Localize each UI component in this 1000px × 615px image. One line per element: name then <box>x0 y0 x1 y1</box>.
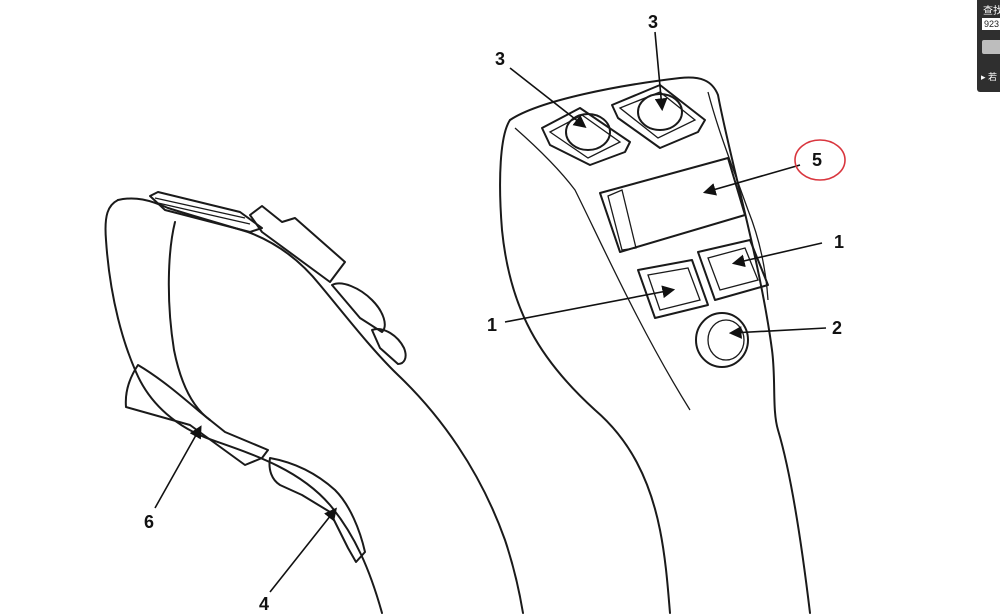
search-input[interactable]: 923 <box>982 18 1000 30</box>
left-joystick <box>104 191 524 614</box>
callout-1-left: 1 <box>487 315 497 335</box>
callout-labels: 3 3 5 1 1 2 6 4 <box>144 12 844 614</box>
top-button-left <box>541 107 631 166</box>
right-joystick <box>499 76 811 614</box>
callout-3-left: 3 <box>495 49 505 69</box>
overlay-footer[interactable]: ▸ 若 <box>981 72 998 82</box>
search-button[interactable] <box>982 40 1000 54</box>
callout-2: 2 <box>832 318 842 338</box>
callout-6: 6 <box>144 512 154 532</box>
callout-1-right: 1 <box>834 232 844 252</box>
square-button-left <box>637 259 709 319</box>
callout-5: 5 <box>812 150 822 170</box>
overlay-title: 查找 <box>983 6 1000 17</box>
highlight-circle <box>794 139 846 181</box>
callout-3-right: 3 <box>648 12 658 32</box>
round-button <box>695 312 749 368</box>
search-overlay-panel: 查找 923 ▸ 若 <box>977 0 1000 92</box>
callout-4: 4 <box>259 594 269 614</box>
leader-lines <box>154 31 827 593</box>
square-button-right <box>697 239 769 301</box>
display-window <box>599 157 746 253</box>
